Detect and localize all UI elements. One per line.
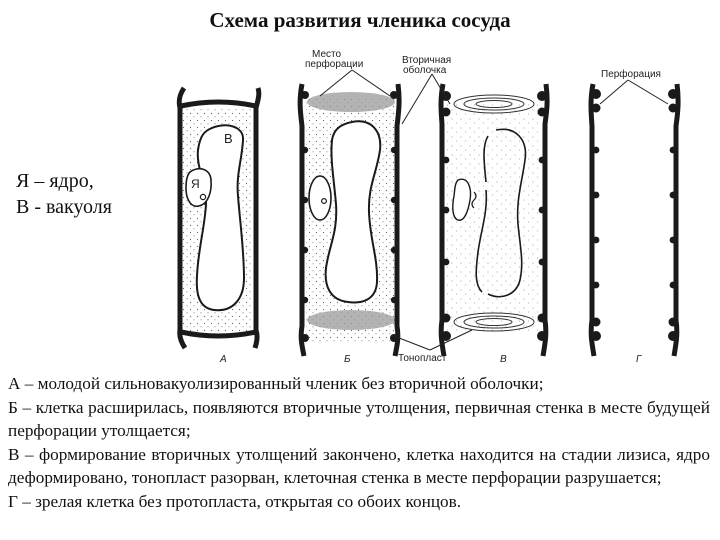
cell-b-top-perforation-thickening: [307, 92, 395, 112]
panel-label-a: А: [219, 354, 227, 365]
legend: Я – ядро, В - вакуоля: [16, 168, 112, 220]
cell-a-vacuole: [195, 124, 246, 312]
panel-label-b: Б: [344, 354, 351, 365]
cell-a-nucleus: [185, 167, 212, 208]
cell-b: [297, 83, 402, 357]
cell-g: [588, 83, 681, 357]
panel-label-g: Г: [636, 354, 643, 365]
page-title: Схема развития членика сосуда: [209, 8, 511, 32]
cell-b-bottom-perforation-thickening: [307, 310, 395, 330]
callout-perforation-site-line2: перфорации: [305, 58, 363, 70]
cell-v-torn-tonoplast: [475, 128, 527, 298]
cell-v-bottom-perforation-lysis: [453, 312, 535, 332]
cell-a-nucleus-label: Я: [191, 177, 200, 191]
cell-v-nucleus-fragment: [471, 191, 477, 209]
cell-a-left-wall: [176, 86, 188, 350]
vessel-element-diagram: В Я: [176, 49, 681, 365]
description-b: Б – клетка расширилась, появляются втори…: [8, 397, 710, 441]
callout-tonoplast: Тонопласт: [398, 353, 447, 364]
description-a: А – молодой сильновакуолизированный член…: [8, 374, 544, 393]
cell-b-vacuole: [324, 120, 382, 304]
legend-nucleus: Я – ядро,: [16, 170, 94, 192]
cell-a-nucleolus: [199, 193, 207, 201]
cell-v-right-wall: [540, 83, 550, 357]
cell-v-nucleus: [452, 178, 472, 221]
cell-g-left-wall: [588, 83, 597, 357]
cell-v: [438, 83, 550, 357]
cell-a-vacuole-label: В: [224, 131, 233, 146]
cell-v-top-perforation-lysis: [453, 94, 535, 114]
cell-b-right-wall: [392, 83, 402, 357]
description-v: В – формирование вторичных утолщений зак…: [8, 444, 710, 488]
cell-b-left-wall: [297, 83, 307, 357]
callout-secondary-wall-line1: Вторичная: [402, 55, 451, 66]
cell-v-secondary-thickenings: [441, 91, 547, 341]
cell-g-right-wall: [671, 83, 681, 357]
cell-b-nucleolus: [321, 198, 328, 205]
panel-label-v: В: [500, 354, 507, 365]
description: А – молодой сильновакуолизированный член…: [8, 372, 710, 513]
cell-g-secondary-thickenings: [591, 89, 678, 341]
callout-lines: [319, 69, 669, 351]
callout-perforation: Перфорация: [601, 68, 661, 80]
legend-vacuole: В - вакуоля: [16, 196, 112, 218]
callout-secondary-wall-line2: оболочка: [403, 64, 447, 76]
cell-a-right-wall: [252, 87, 262, 349]
cell-b-nucleus: [308, 175, 332, 221]
cell-a-top-end-wall: [180, 99, 257, 109]
cell-a-bottom-end-wall: [180, 329, 257, 339]
cell-b-secondary-thickenings: [301, 91, 398, 342]
cell-a: В Я: [176, 86, 262, 350]
callout-perforation-site-line1: Место: [312, 49, 341, 60]
description-g: Г – зрелая клетка без протопласта, откры…: [8, 491, 462, 511]
